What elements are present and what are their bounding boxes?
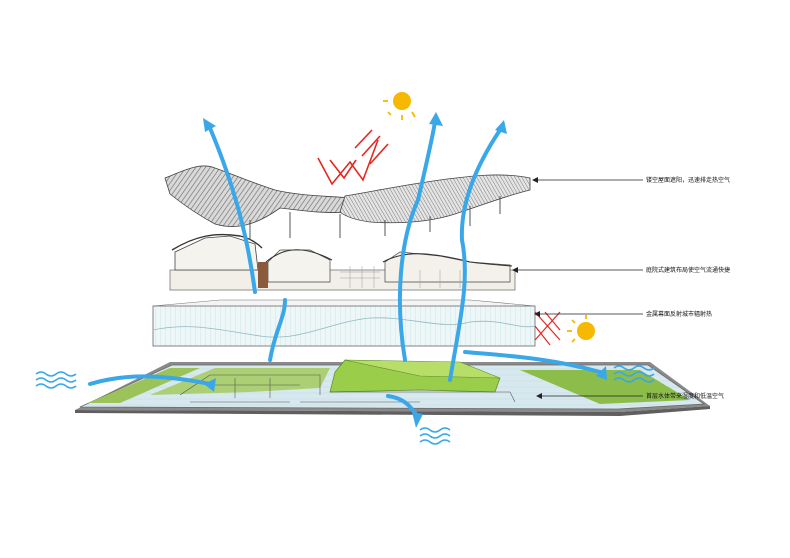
callout-courtyard-ventilation: 庭院式建筑布局使空气流通快捷	[646, 266, 730, 274]
callout-metal-facade-reflection: 金属幕面反射城市辐射热	[646, 310, 712, 318]
building-window-grid	[340, 266, 461, 288]
curved-roof-left	[171, 233, 263, 251]
curved-roof-mid	[265, 249, 333, 263]
airflow-arrow-icon	[88, 120, 602, 420]
curtain-wall-box	[152, 305, 536, 347]
airflow-arrowheads	[203, 112, 607, 428]
base-front-face	[75, 406, 710, 416]
grass-strip-right	[520, 370, 690, 404]
sun-icon	[567, 315, 595, 343]
canopy-roof-left	[164, 165, 353, 227]
ground-floor-plan-lines	[179, 374, 516, 403]
sun-icon	[383, 92, 416, 120]
ground-floor-plate	[75, 359, 710, 416]
callout-water-cooling: 首层水体带来湿度和低温空气	[646, 392, 724, 400]
brown-wall-section	[258, 262, 268, 288]
callout-arrowheads	[512, 177, 542, 399]
building-block-right	[384, 251, 511, 283]
water-wave-icon	[613, 365, 655, 383]
canopy-support-columns	[249, 196, 501, 240]
heat-ray-icon	[317, 129, 389, 186]
heat-ray-hatch-icon	[534, 311, 561, 346]
courtyard-building-level	[169, 233, 516, 291]
raised-lawn-wedge	[344, 359, 501, 379]
canopy-roof-level	[164, 165, 531, 240]
water-wave-icon	[35, 371, 77, 389]
building-block-left	[174, 235, 259, 271]
water-wave-icon	[419, 427, 451, 445]
callout-roof-shading: 镂空屋面遮阳，迅速排走热空气	[646, 176, 730, 184]
curtain-wall-level	[152, 299, 536, 347]
canopy-roof-right	[339, 174, 531, 224]
curtain-wall-contour	[152, 317, 536, 338]
callout-leader-lines	[516, 179, 643, 397]
